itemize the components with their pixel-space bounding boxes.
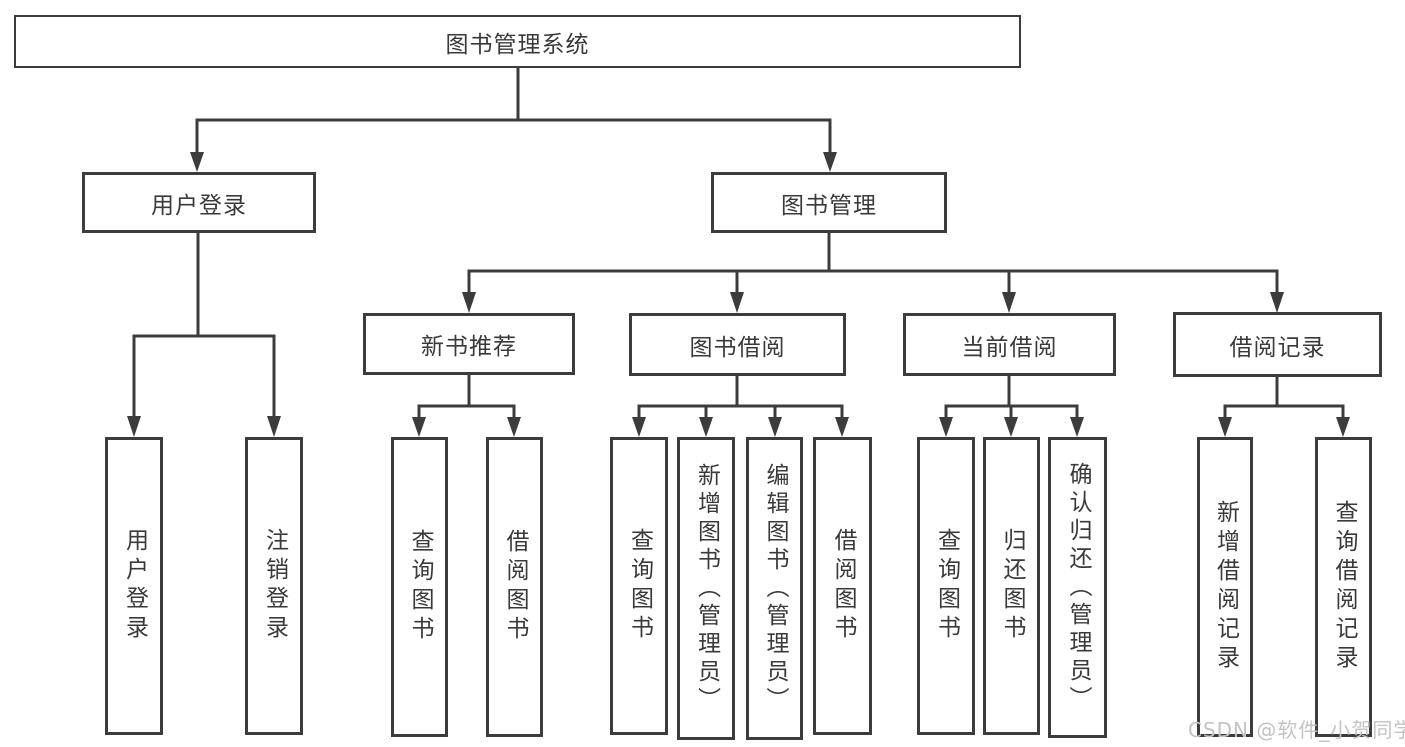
- leaf-query-books-recommend: 查询图书: [391, 437, 448, 737]
- leaf-return-books: 归还图书: [983, 437, 1040, 735]
- node-book-management: 图书管理: [711, 172, 947, 233]
- node-borrow-records: 借阅记录: [1173, 312, 1382, 377]
- leaf-query-books-current: 查询图书: [917, 437, 975, 735]
- node-book-borrow: 图书借阅: [629, 313, 846, 376]
- node-user-login: 用户登录: [82, 172, 316, 233]
- leaf-add-books-admin: 新增图书（管理员）: [677, 437, 735, 740]
- leaf-borrow-books-recommend: 借阅图书: [486, 437, 543, 737]
- arrowheads: [127, 152, 1350, 437]
- leaf-logout: 注销登录: [245, 437, 303, 735]
- leaf-user-login: 用户登录: [105, 437, 163, 735]
- leaf-query-books-borrow: 查询图书: [610, 437, 668, 735]
- leaf-borrow-books: 借阅图书: [813, 437, 872, 735]
- connector-lines: [132, 68, 1345, 419]
- node-library-system: 图书管理系统: [14, 15, 1021, 68]
- leaf-confirm-return-admin: 确认归还（管理员）: [1048, 437, 1107, 738]
- leaf-edit-books-admin: 编辑图书（管理员）: [746, 437, 803, 740]
- node-new-book-recommend: 新书推荐: [363, 313, 575, 375]
- leaf-query-borrow-record: 查询借阅记录: [1315, 437, 1372, 737]
- csdn-watermark: CSDN @软件_小贺同学: [1188, 718, 1405, 742]
- leaf-add-borrow-record: 新增借阅记录: [1197, 437, 1253, 737]
- node-current-borrow: 当前借阅: [903, 313, 1116, 376]
